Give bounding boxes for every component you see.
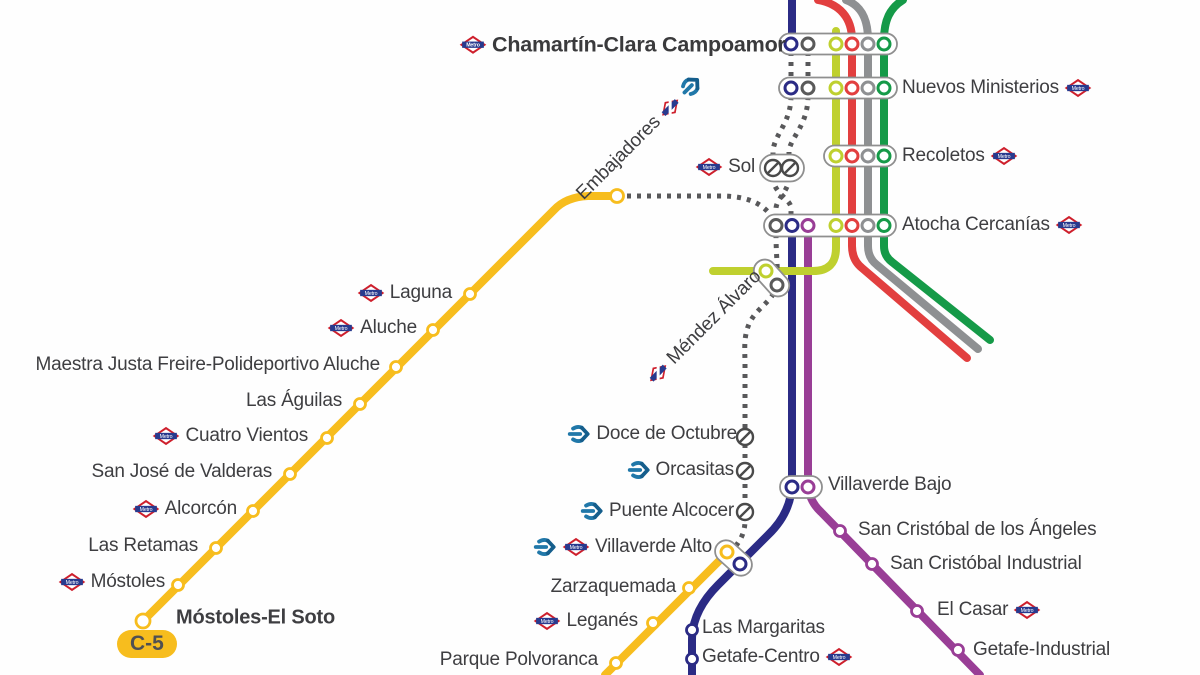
station-label-leganes: Leganés bbox=[533, 611, 638, 631]
metro-icon bbox=[1055, 215, 1083, 235]
station-name: Maestra Justa Freire-Polideportivo Aluch… bbox=[35, 354, 380, 376]
terminal-embajadores bbox=[609, 188, 625, 204]
station-label-zarzaquemada: Zarzaquemada bbox=[550, 576, 677, 598]
metro-icon bbox=[152, 426, 180, 446]
station-name: Las Águilas bbox=[245, 390, 342, 412]
station-name: Parque Polvoranca bbox=[439, 649, 598, 671]
station-label-san-cristobal-industrial: San Cristóbal Industrial bbox=[890, 554, 1082, 574]
station-name: Villaverde Alto bbox=[594, 536, 712, 558]
metro-icon bbox=[459, 35, 487, 55]
station-label-san-cristobal-angeles: San Cristóbal de los Ángeles bbox=[858, 519, 1097, 541]
metro-icon bbox=[825, 647, 853, 667]
line-green bbox=[880, 0, 994, 344]
station-label-recoletos: Recoletos bbox=[902, 146, 1018, 166]
station-label-puente-alcocer: Puente Alcocer bbox=[579, 500, 734, 522]
station-label-nuevos-ministerios: Nuevos Ministerios bbox=[902, 78, 1092, 98]
capsule-villaverde-alto bbox=[714, 539, 753, 577]
station-label-mostoles-el-soto: Móstoles-El Soto bbox=[176, 606, 336, 629]
station-label-getafe-centro: Getafe-Centro bbox=[702, 647, 853, 667]
station-name: Las Retamas bbox=[88, 535, 198, 557]
station-label-chamartin: Chamartín-Clara Campoamor bbox=[459, 34, 786, 57]
new-station-icon bbox=[626, 459, 651, 481]
station-label-san-jose-valderas: San José de Valderas bbox=[92, 462, 273, 482]
planned-station-markers bbox=[735, 427, 755, 522]
station-label-las-aguilas: Las Águilas bbox=[246, 391, 342, 411]
station-label-el-casar: El Casar bbox=[937, 600, 1041, 620]
metro-icon bbox=[357, 283, 385, 303]
station-label-aluche: Aluche bbox=[327, 318, 417, 338]
station-name: Orcasitas bbox=[655, 459, 735, 481]
new-station-icon bbox=[579, 500, 604, 522]
station-name: Getafe-Centro bbox=[702, 646, 820, 668]
station-name: Atocha Cercanías bbox=[902, 214, 1050, 236]
line-gray bbox=[842, 0, 982, 353]
station-name: Laguna bbox=[389, 282, 452, 304]
station-label-atocha: Atocha Cercanías bbox=[902, 215, 1083, 235]
station-label-maestra-justa: Maestra Justa Freire-Polideportivo Aluch… bbox=[35, 355, 380, 375]
terminal-mostoles-el-soto bbox=[134, 612, 152, 630]
station-name: Aluche bbox=[360, 317, 417, 339]
station-label-getafe-industrial: Getafe-Industrial bbox=[973, 640, 1110, 660]
station-label-alcorcon: Alcorcón bbox=[132, 499, 237, 519]
metro-icon bbox=[695, 157, 723, 177]
station-name: San Cristóbal de los Ángeles bbox=[858, 519, 1097, 541]
station-label-parque-polvoranca: Parque Polvoranca bbox=[440, 650, 598, 670]
station-name: Getafe-Industrial bbox=[973, 639, 1111, 661]
sol-closed-markers bbox=[763, 158, 800, 178]
station-name: Las Margaritas bbox=[702, 617, 825, 639]
interchange-rings bbox=[719, 36, 892, 572]
station-label-sol: Sol bbox=[695, 157, 755, 177]
line-red bbox=[814, 0, 971, 362]
station-label-las-retamas: Las Retamas bbox=[88, 536, 198, 556]
station-name: Leganés bbox=[566, 610, 638, 632]
station-name: Cuatro Vientos bbox=[185, 425, 308, 447]
station-name: Puente Alcocer bbox=[608, 500, 734, 522]
new-station-icon bbox=[566, 423, 591, 445]
metro-icon bbox=[327, 318, 355, 338]
line-planned-dotted bbox=[627, 52, 811, 550]
station-name: Zarzaquemada bbox=[550, 576, 677, 598]
station-label-cuatro-vientos: Cuatro Vientos bbox=[152, 426, 308, 446]
capsule-recoletos bbox=[823, 144, 897, 168]
station-label-las-margaritas: Las Margaritas bbox=[702, 618, 825, 638]
metro-icon bbox=[990, 146, 1018, 166]
line-lime bbox=[709, 27, 840, 275]
station-label-villaverde-bajo: Villaverde Bajo bbox=[828, 474, 952, 496]
station-label-laguna: Laguna bbox=[357, 283, 452, 303]
station-name: Sol bbox=[728, 156, 755, 178]
new-station-icon bbox=[532, 536, 557, 558]
station-label-mostoles: Móstoles bbox=[58, 572, 165, 592]
station-name: Nuevos Ministerios bbox=[902, 77, 1059, 99]
station-name: Doce de Octubre bbox=[596, 423, 737, 445]
station-name: Móstoles-El Soto bbox=[176, 606, 336, 629]
metro-icon bbox=[1013, 600, 1041, 620]
station-label-orcasitas: Orcasitas bbox=[626, 459, 734, 481]
station-name: El Casar bbox=[937, 599, 1009, 621]
line-c5-yellow bbox=[139, 192, 731, 675]
station-label-doce-de-octubre: Doce de Octubre bbox=[566, 423, 737, 445]
station-name: San José de Valderas bbox=[91, 461, 273, 483]
station-name: Móstoles bbox=[90, 571, 166, 593]
station-dots bbox=[134, 188, 965, 670]
station-name: Villaverde Bajo bbox=[828, 474, 952, 496]
station-name: San Cristóbal Industrial bbox=[890, 553, 1082, 575]
station-label-villaverde-alto: Villaverde Alto bbox=[532, 536, 712, 558]
metro-icon bbox=[562, 537, 590, 557]
metro-icon bbox=[58, 572, 86, 592]
metro-icon bbox=[132, 499, 160, 519]
station-name: Recoletos bbox=[902, 145, 985, 167]
station-name: Alcorcón bbox=[164, 498, 238, 520]
metro-icon bbox=[533, 611, 561, 631]
station-name: Chamartín-Clara Campoamor bbox=[492, 32, 786, 57]
line-badge-c5: C-5 bbox=[117, 630, 177, 658]
metro-icon bbox=[1064, 78, 1092, 98]
